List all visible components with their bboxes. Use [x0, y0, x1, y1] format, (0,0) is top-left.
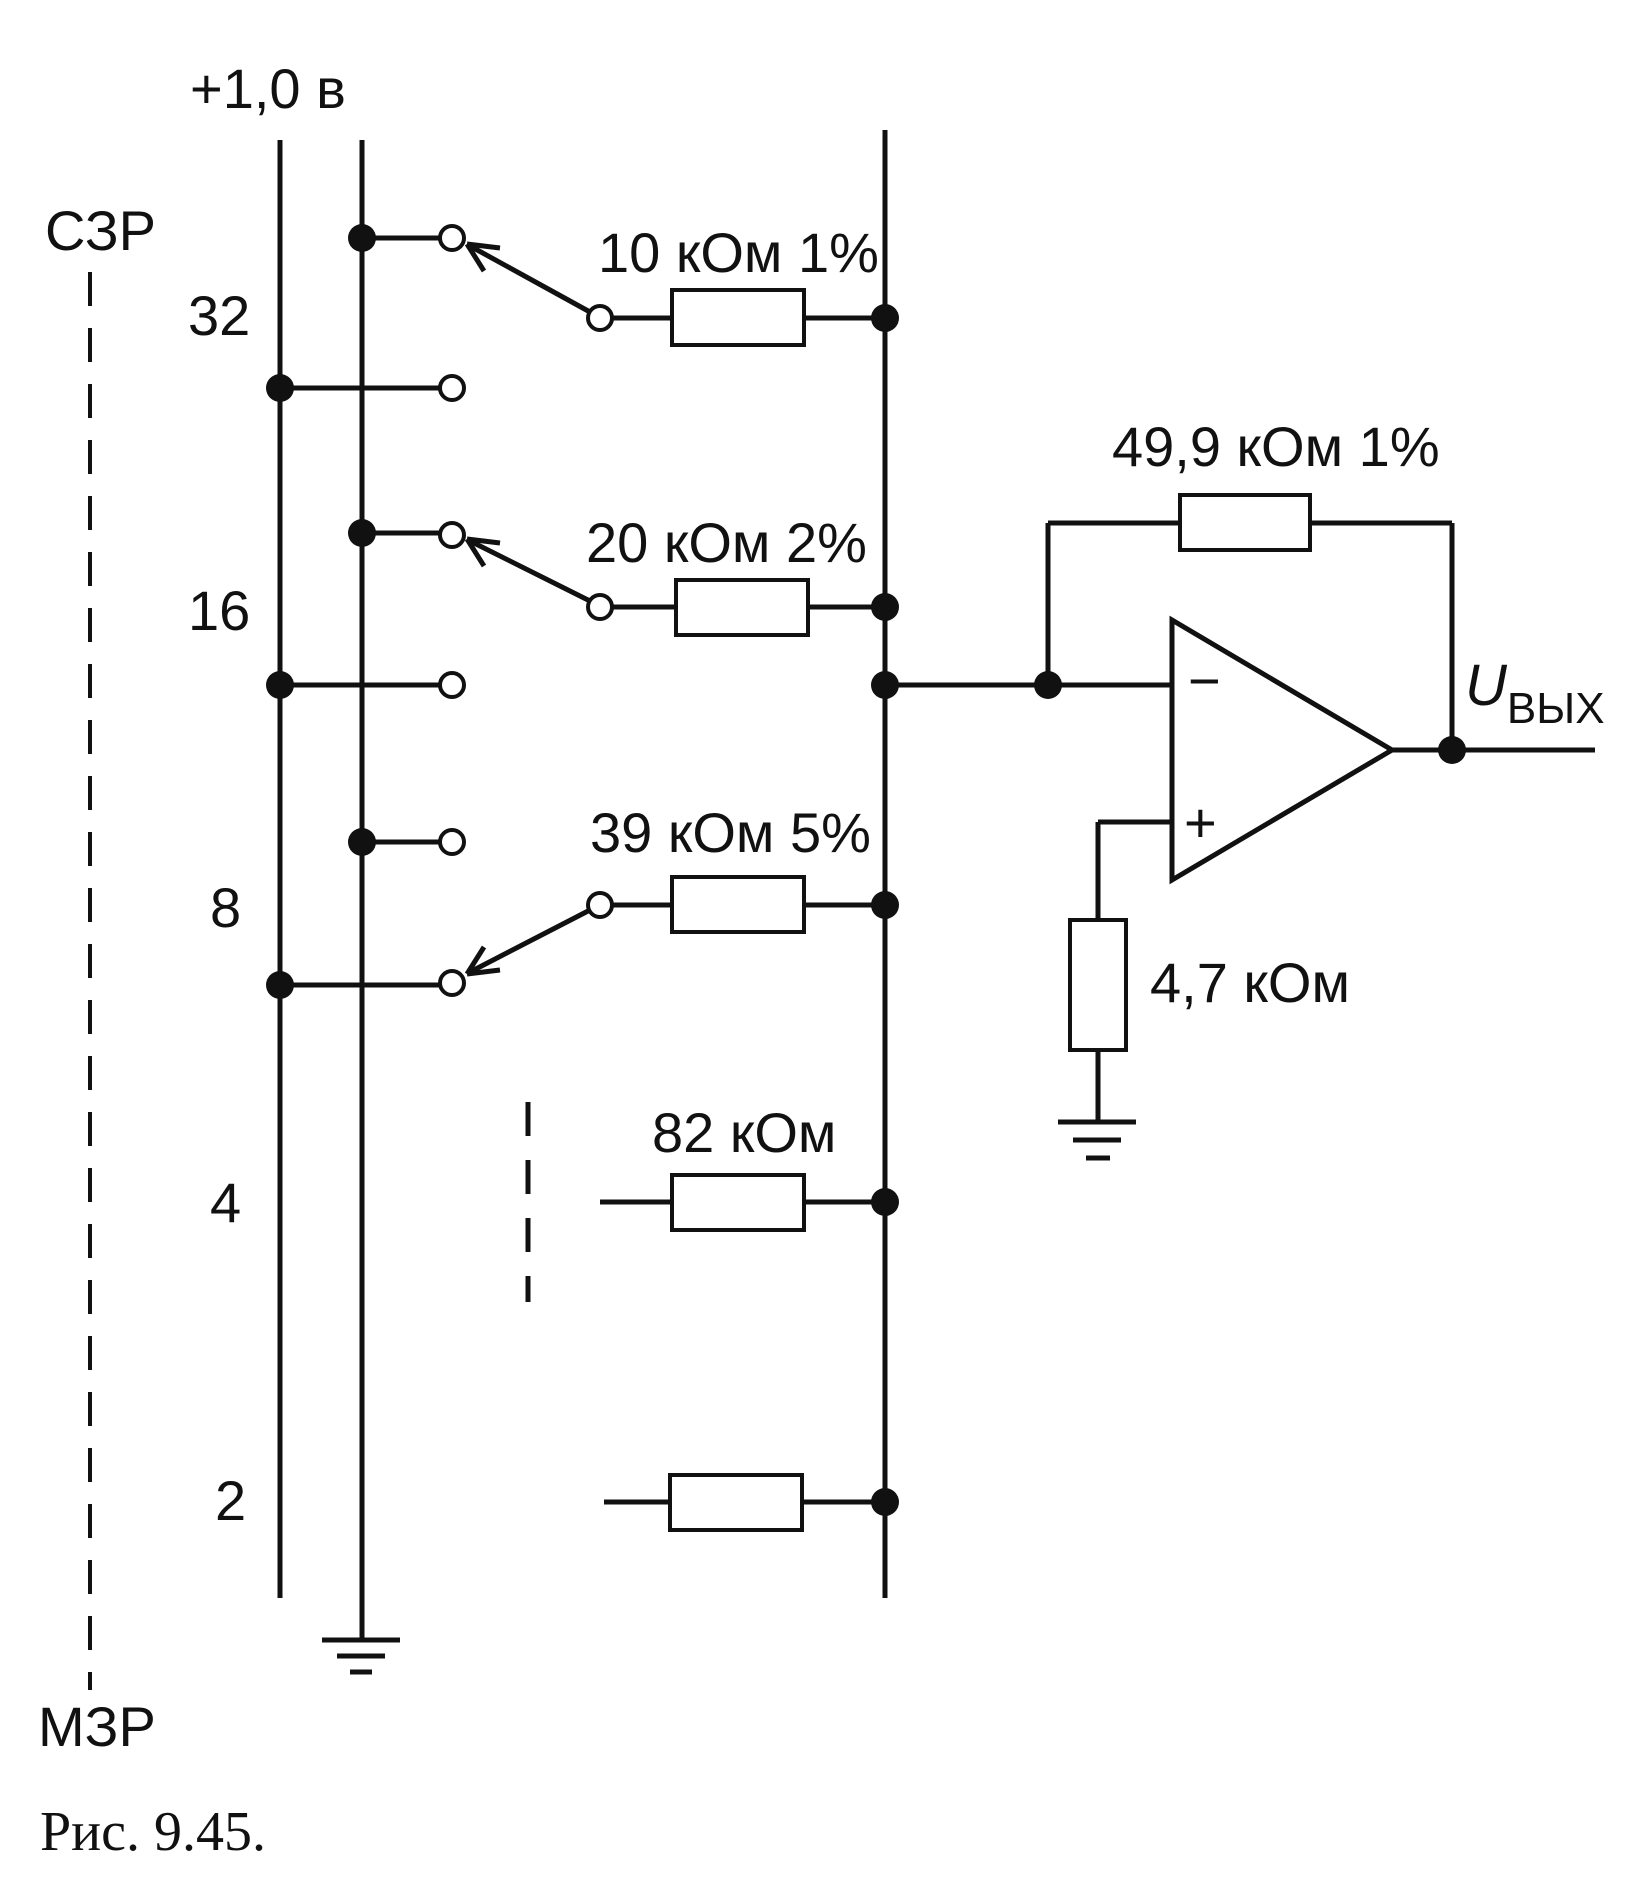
- resistor-32-label: 10 кОм 1%: [598, 221, 879, 284]
- bus-junction-2: [871, 1488, 899, 1516]
- feedback-resistor: [1178, 493, 1312, 552]
- bit-weight-8: 8: [210, 876, 241, 939]
- output-subscript: ВЫХ: [1507, 684, 1605, 733]
- switch-contact-supply-16: [438, 671, 466, 699]
- switch-arm-32: [468, 243, 592, 315]
- bit-weight-4: 4: [210, 1171, 241, 1234]
- ground-symbol: [322, 1637, 400, 1675]
- switch-contact-ground-32: [438, 224, 466, 252]
- switch-pole-32: [586, 304, 614, 332]
- supply-label: +1,0 в: [190, 57, 346, 120]
- bias-ground-symbol: [1058, 1119, 1136, 1161]
- switch-contact-supply-8: [438, 969, 466, 997]
- bit-weight-16: 16: [188, 579, 250, 642]
- switch-contact-ground-8: [438, 828, 466, 856]
- opamp-minus-sign: −: [1188, 649, 1221, 712]
- switch-contact-ground-16: [438, 521, 466, 549]
- resistor-2: [668, 1473, 804, 1532]
- opamp-symbol: [1169, 615, 1397, 885]
- switch-contact-supply-32: [438, 374, 466, 402]
- bit-weight-2: 2: [215, 1469, 246, 1532]
- feedback-resistor-label: 49,9 кОм 1%: [1112, 415, 1440, 478]
- switch-arrow-8: [464, 945, 501, 977]
- lsb-label: МЗР: [38, 1695, 156, 1758]
- bus-junction-4: [871, 1188, 899, 1216]
- switch-pole-8: [586, 891, 614, 919]
- resistor-4-label: 82 кОм: [652, 1101, 836, 1164]
- opamp-plus-sign: +: [1184, 791, 1217, 854]
- bus-junction-16: [871, 593, 899, 621]
- resistor-4: [670, 1173, 806, 1232]
- resistor-16: [674, 578, 810, 637]
- output-label: UВЫХ: [1465, 653, 1605, 733]
- switch-pole-16: [586, 593, 614, 621]
- bus-junction-8: [871, 891, 899, 919]
- bias-resistor: [1068, 918, 1128, 1052]
- figure-caption: Рис. 9.45.: [40, 1801, 266, 1863]
- switch-arrow-32: [464, 241, 501, 273]
- resistor-8: [670, 875, 806, 934]
- bit-weight-32: 32: [188, 284, 250, 347]
- resistor-8-label: 39 кОм 5%: [590, 801, 871, 864]
- resistor-16-label: 20 кОм 2%: [586, 511, 867, 574]
- resistor-32: [670, 288, 806, 347]
- msb-label: СЗР: [45, 199, 156, 262]
- switch-arrow-16: [464, 536, 501, 568]
- bus-junction-32: [871, 304, 899, 332]
- switch-arm-8: [468, 907, 592, 975]
- output-junction: [1438, 736, 1466, 764]
- bias-resistor-label: 4,7 кОм: [1150, 951, 1350, 1014]
- switch-arm-16: [468, 538, 592, 604]
- output-symbol: U: [1465, 653, 1508, 718]
